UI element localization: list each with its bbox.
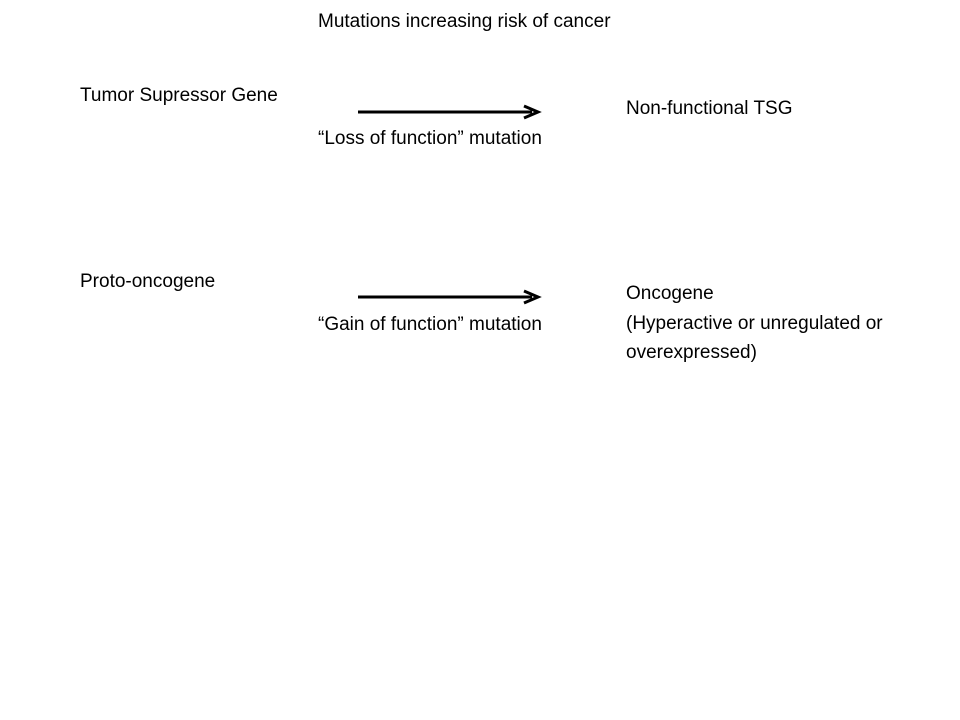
result-label-oncogene: Oncogene xyxy=(626,283,714,304)
loss-of-function-arrow xyxy=(358,104,542,120)
arrow-head xyxy=(523,289,542,305)
mutation-label-gain: “Gain of function” mutation xyxy=(318,314,542,335)
source-label-tumor-suppressor: Tumor Supressor Gene xyxy=(80,85,278,106)
result-label-nonfunctional-tsg: Non-functional TSG xyxy=(626,98,793,119)
source-label-proto-oncogene: Proto-oncogene xyxy=(80,271,216,292)
result-detail-line-2: overexpressed) xyxy=(626,342,757,363)
mutation-label-loss: “Loss of function” mutation xyxy=(318,128,542,149)
gain-of-function-arrow xyxy=(358,289,542,305)
diagram-title: Mutations increasing risk of cancer xyxy=(318,11,611,32)
arrow-head xyxy=(523,104,542,120)
result-detail-line-1: (Hyperactive or unregulated or xyxy=(626,313,883,334)
